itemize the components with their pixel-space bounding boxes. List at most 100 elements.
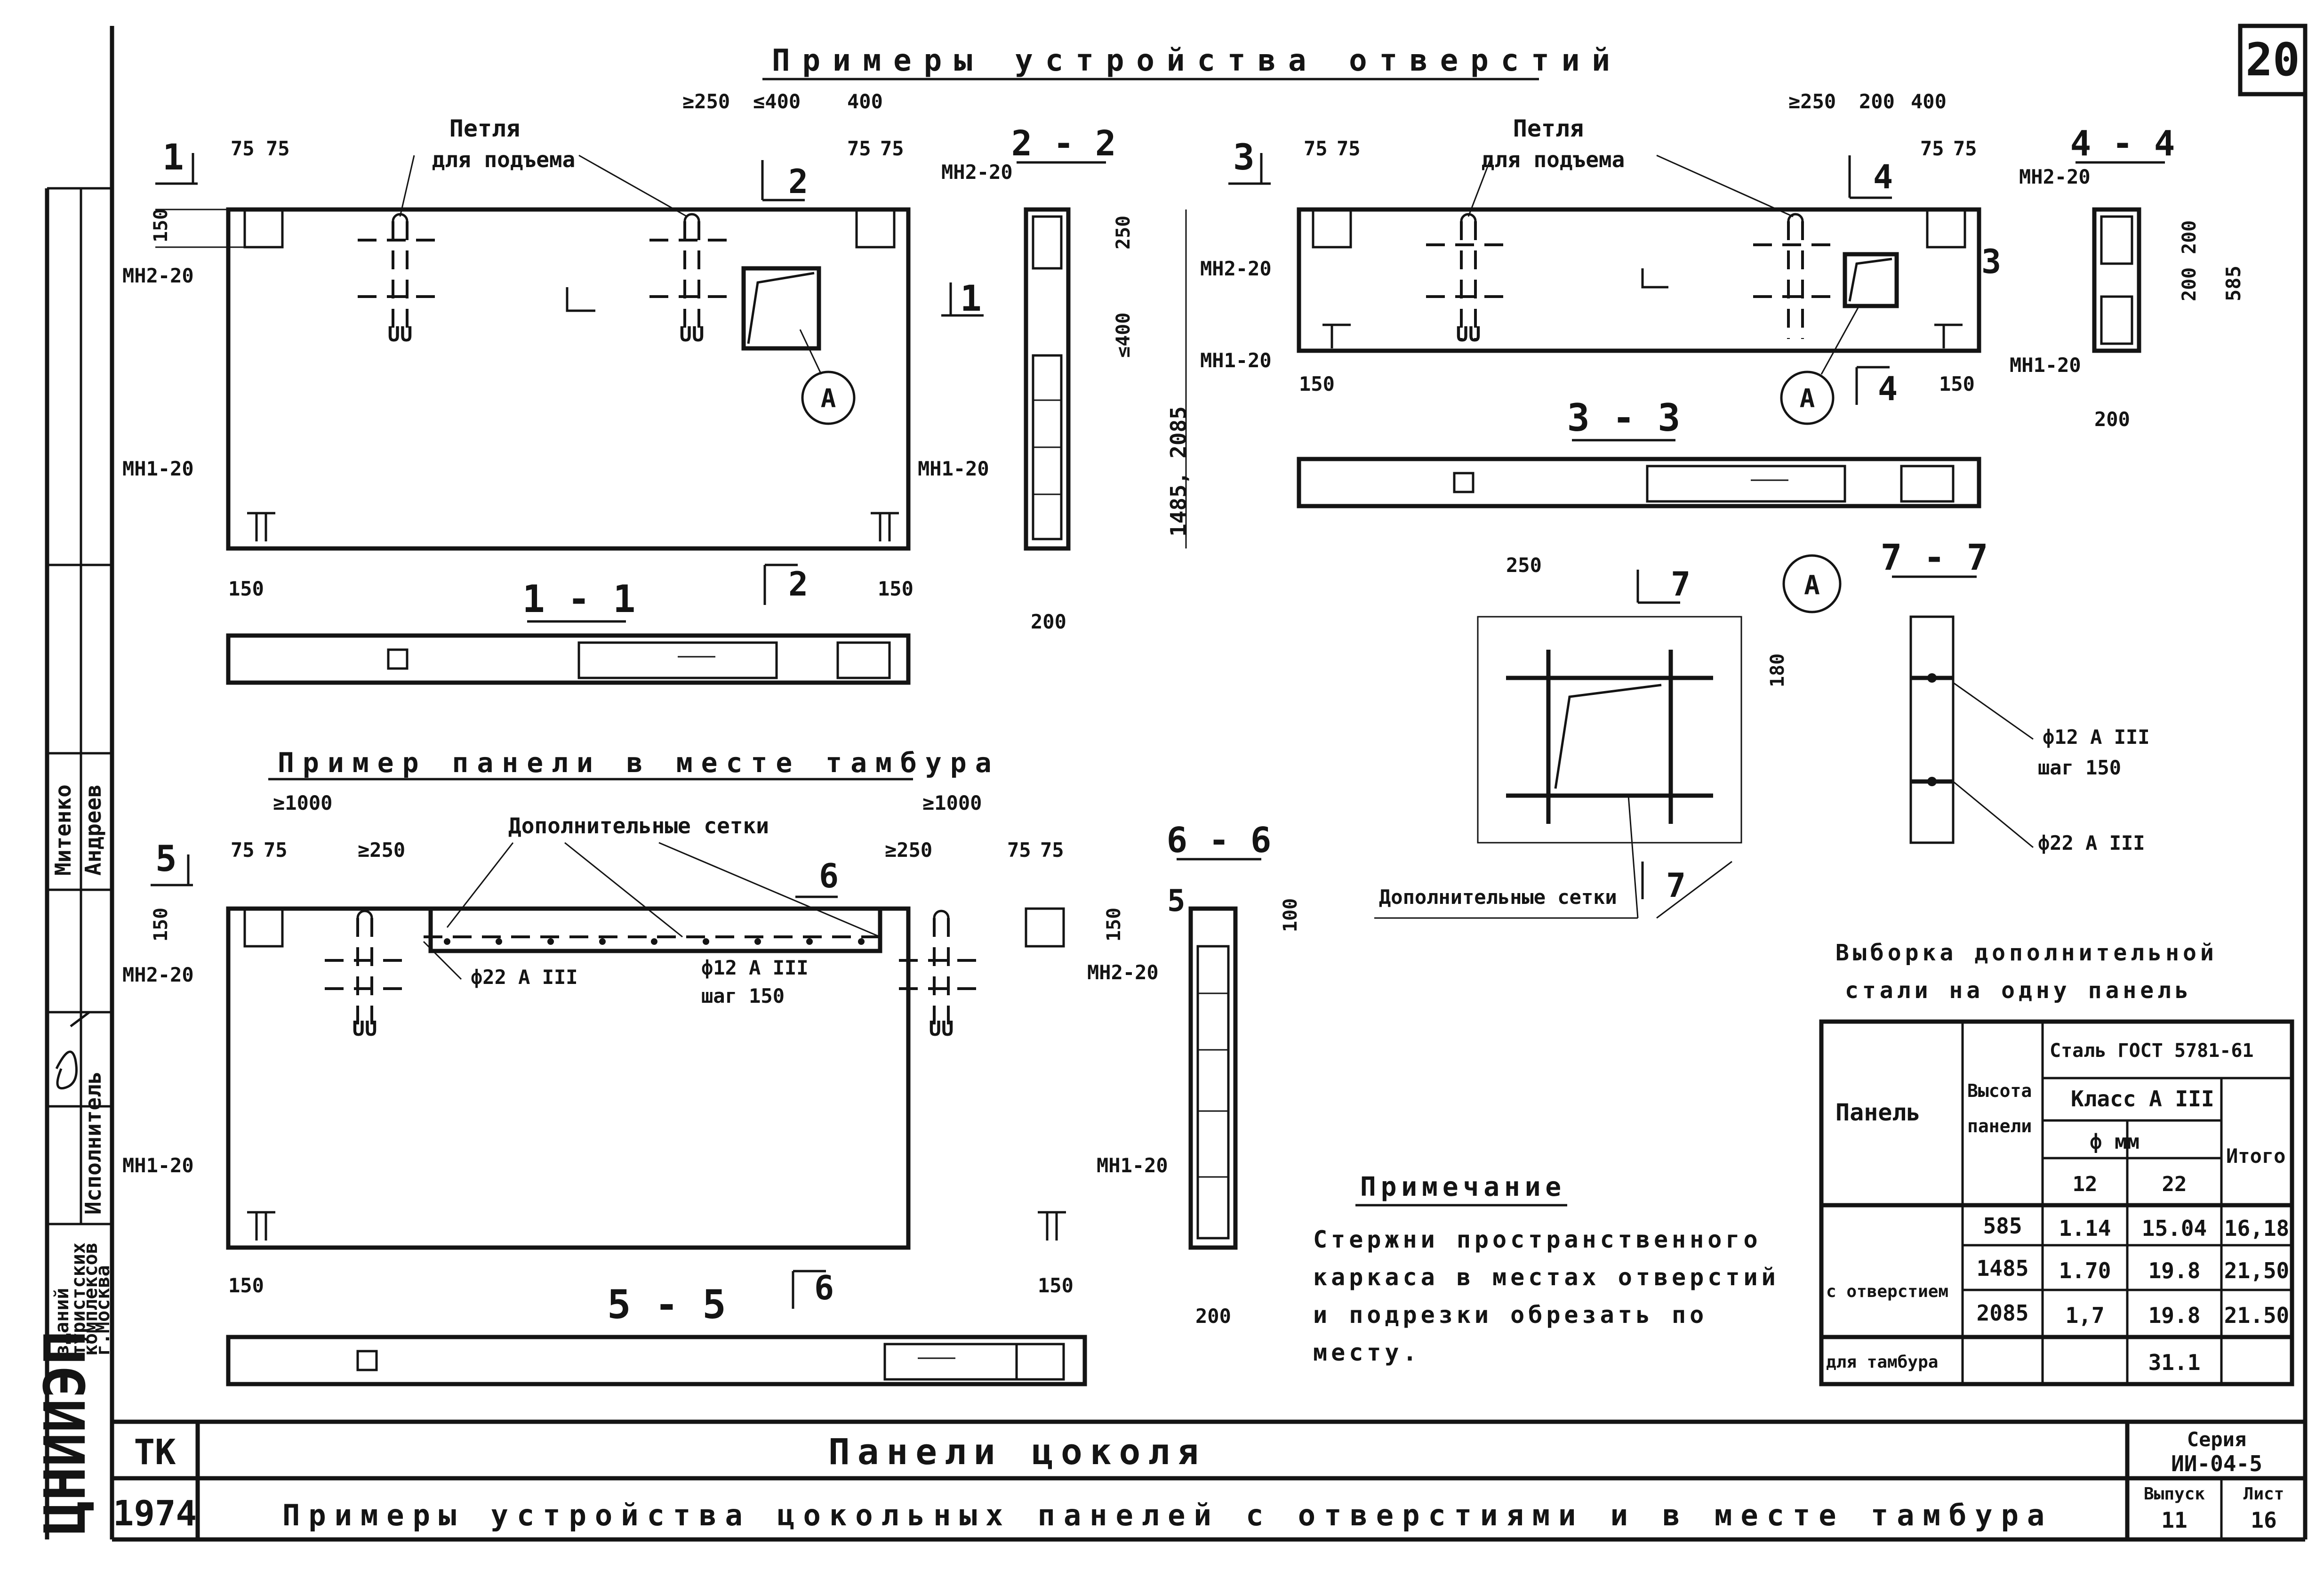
section-mark-5-right: 5 <box>1167 884 1186 918</box>
section-7-7: 7 - 7 ф12 А III шаг 150 ф22 А III <box>1881 536 2150 854</box>
svg-text:75: 75 <box>1007 838 1031 862</box>
lifting-loop-5-left: UU <box>325 910 409 1041</box>
dim-75a: 75 <box>231 137 255 160</box>
dim-150-br: 150 <box>878 577 914 600</box>
svg-text:250: 250 <box>1506 554 1542 577</box>
sidebar-org-line-2: туристских <box>68 1242 89 1356</box>
note-line-2: каркаса в местах отверстий <box>1313 1264 1779 1291</box>
opening-a <box>741 266 821 351</box>
svg-text:150: 150 <box>1299 372 1335 395</box>
tambour-cut <box>428 906 882 953</box>
table-d22: 22 <box>2162 1172 2187 1196</box>
svg-text:19.8: 19.8 <box>2148 1258 2201 1283</box>
section-mark-6-top: 6 <box>819 857 839 895</box>
table-row-1485: 1485 1.70 19.8 21,50 <box>1977 1256 2290 1283</box>
table-total: Итого <box>2226 1144 2285 1168</box>
issue-value: 11 <box>2161 1507 2187 1533</box>
dim-75b: 75 <box>266 137 290 160</box>
svg-text:75: 75 <box>1953 137 1977 160</box>
callout-a-panel-3 <box>1780 371 1835 425</box>
mn2-label-p5-left: МН2-20 <box>122 963 194 986</box>
svg-text:200: 200 <box>2179 220 2200 254</box>
section-4-4: 4 - 4 200 200 200 585 <box>2070 123 2245 431</box>
loop-label-3-2: для подъема <box>1482 147 1625 172</box>
svg-text:200: 200 <box>1195 1305 1231 1328</box>
svg-text:585: 585 <box>1983 1213 2022 1239</box>
svg-text:16,18: 16,18 <box>2224 1216 2289 1241</box>
svg-text:200: 200 <box>2179 267 2200 301</box>
dim-400-top: 400 <box>847 90 883 113</box>
section-mark-1-top: 1 <box>162 136 184 178</box>
loop-label-3-1: Петля <box>1513 115 1584 142</box>
mn1-label-left: МН1-20 <box>122 457 194 480</box>
top-heading: Примеры устройства отверстий <box>772 43 1622 78</box>
mn1-label-p5-left: МН1-20 <box>122 1154 194 1177</box>
table-row-2085: 2085 1,7 19.8 21.50 <box>1977 1300 2290 1328</box>
svg-text:75: 75 <box>1920 137 1944 160</box>
svg-text:150: 150 <box>228 1274 264 1297</box>
mn1-label-right: МН1-20 <box>918 457 989 480</box>
sidebar-org-line-1: зданий <box>51 1288 73 1356</box>
svg-text:≥250: ≥250 <box>885 838 932 862</box>
table-title-2: стали на одну панель <box>1845 977 2192 1004</box>
panel-3-elevation: UU Петля для подъема МН2-20 МН2-20 МН1-2… <box>1200 90 2091 425</box>
section-5-5 <box>226 1335 1087 1386</box>
title-subtitle: Примеры устройства цокольных панелей с о… <box>282 1498 2053 1532</box>
section-3-3-title: 3 - 3 <box>1567 396 1681 440</box>
embedded-part-mn2-left <box>243 208 284 249</box>
svg-text:UU: UU <box>353 1017 377 1041</box>
table-row-group: с отверстием <box>1826 1282 1948 1301</box>
dim-ge1000-right: ≥1000 <box>922 791 982 814</box>
dim-le400-top: ≤400 <box>753 90 801 113</box>
lifting-loop-3-left: UU <box>1426 213 1511 346</box>
mn1-label-p3-left: МН1-20 <box>1200 349 1272 372</box>
title-code: ТК <box>134 1432 176 1473</box>
note-line-3: и подрезки обрезать по <box>1313 1301 1707 1329</box>
table-col-panel: Панель <box>1835 1099 1921 1126</box>
section-mark-2-bottom: 2 <box>788 565 808 604</box>
table-col-height-2: панели <box>1967 1116 2032 1136</box>
svg-text:≥250: ≥250 <box>1788 90 1836 113</box>
dim-150-left: 150 <box>150 209 172 242</box>
svg-text:А: А <box>1804 570 1820 601</box>
dim-200-s2: 200 <box>1031 610 1066 633</box>
sidebar-org-line-3: комплексов <box>80 1242 102 1356</box>
svg-text:21.50: 21.50 <box>2224 1303 2289 1328</box>
sheet-number: 20 <box>2245 33 2300 86</box>
dim-ge1000-left: ≥1000 <box>273 791 332 814</box>
note-line-1: Стержни пространственного <box>1313 1226 1762 1253</box>
sidebar-role: Исполнитель <box>80 1071 106 1215</box>
sidebar-org-line-4: г.Москва <box>92 1265 114 1356</box>
section-mark-4-bottom: 4 <box>1878 370 1898 408</box>
note-block: Примечание Стержни пространственного кар… <box>1313 1172 1779 1366</box>
rebar-22-label-5: ф22 А III <box>471 966 578 989</box>
svg-text:150: 150 <box>1103 908 1125 942</box>
table-row-585: 585 1.14 15.04 16,18 <box>1983 1213 2289 1241</box>
mn1-label-p5-right: МН1-20 <box>1097 1154 1168 1177</box>
dim-height-s2: 1485, 2085 <box>1166 406 1191 537</box>
embedded-part-mn1-right <box>871 512 899 541</box>
section-mark-3-right: 3 <box>1981 242 2001 281</box>
svg-text:75: 75 <box>1304 137 1328 160</box>
table-title-1: Выборка дополнительной <box>1835 940 2218 966</box>
svg-text:1485: 1485 <box>1977 1256 2029 1281</box>
title-name: Панели цоколя <box>828 1431 1206 1473</box>
dim-250-s2: 250 <box>1113 216 1134 250</box>
svg-text:UU: UU <box>388 322 413 346</box>
lifting-loop-3-right <box>1753 213 1838 339</box>
svg-text:75: 75 <box>1337 137 1361 160</box>
extra-mesh-label-5: Дополнительные сетки <box>508 813 769 838</box>
signature-mark <box>55 1011 90 1089</box>
table-col-height-1: Высота <box>1967 1080 2032 1101</box>
title-year: 1974 <box>113 1493 197 1534</box>
note-line-4: месту. <box>1313 1339 1421 1366</box>
section-5-5-title: 5 - 5 <box>607 1281 726 1328</box>
title-block: ТК 1974 Панели цоколя Примеры устройства… <box>112 1419 2305 1539</box>
section-3-3: 3 - 3 <box>1297 396 1981 508</box>
section-mark-2-top: 2 <box>788 162 808 201</box>
section-1-1-title: 1 - 1 <box>522 577 636 621</box>
svg-text:75: 75 <box>264 838 288 862</box>
callout-a-panel-1 <box>801 371 856 425</box>
svg-text:А: А <box>821 384 836 413</box>
section-mark-1-right: 1 <box>960 277 982 319</box>
